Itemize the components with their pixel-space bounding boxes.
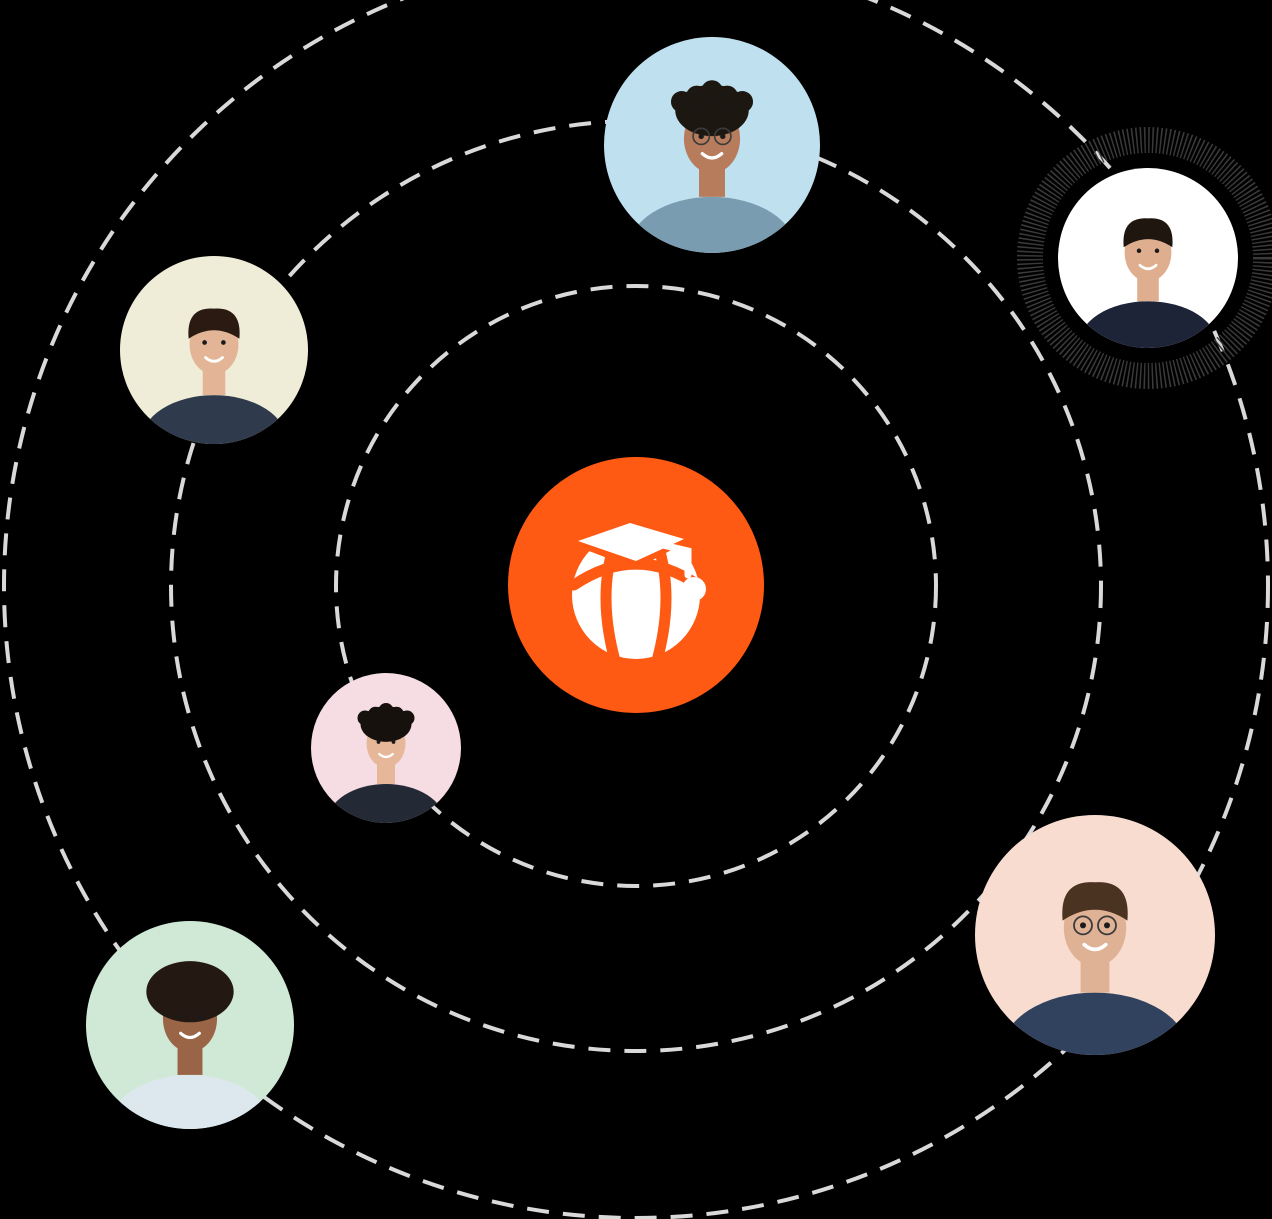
avatar-hair-curl [731,91,754,113]
avatar-ring [1017,127,1272,389]
avatar-eye [221,340,226,345]
basketball-graduation-cap-icon [568,513,706,663]
avatar-eye [1136,248,1142,254]
avatar-shirt [140,395,288,444]
avatar-hair [1123,218,1173,248]
avatar-shirt [108,1074,272,1129]
avatar-glasses-lens [1073,915,1093,936]
avatar-eye [391,740,396,744]
avatar-navy-tee [1017,127,1272,389]
avatar-glasses-lens [692,127,711,146]
avatar-portrait [327,703,445,823]
avatar-hair-curl [399,710,415,726]
avatar-curly-suit [311,673,461,823]
avatar-portrait [1001,882,1189,1055]
center-hub [508,457,764,713]
avatars [86,37,1272,1129]
avatar-smile [700,152,724,160]
avatar-hair [188,308,240,339]
avatar-neck [202,366,226,396]
avatar-suit-tie [120,256,308,444]
avatar-glasses-lens [713,127,732,146]
avatar-shirt [327,784,445,823]
avatar-portrait [627,80,797,253]
middle-orbit [169,119,1103,1053]
avatar-eye [698,133,704,140]
avatar-hair-curl [208,973,230,994]
avatar-glasses-lens [1097,915,1117,936]
avatar-smile [1138,263,1158,271]
avatar-glasses-denim [975,815,1215,1055]
avatar-eye [1104,922,1110,929]
avatar-eye [202,340,207,345]
avatar-neck [377,761,395,784]
avatar-smile [378,752,394,759]
avatar-eye [720,133,726,140]
avatar-portrait [108,961,272,1129]
avatar-eye [376,740,381,744]
avatar-neck [1137,274,1159,302]
avatar-hair [1062,882,1128,921]
avatar-shirt [1001,992,1189,1055]
avatar-smile [179,1031,201,1040]
avatar-portrait [140,308,288,444]
avatar-portrait [1077,218,1219,348]
avatar-eye [197,1014,203,1020]
avatar-eye [1154,248,1160,254]
avatar-shirt [627,196,797,253]
avatar-eye [1080,922,1086,929]
avatar-smile [204,356,224,363]
inner-orbit [334,284,938,888]
avatar-shirt [1077,301,1219,348]
avatar-eye [177,1014,183,1020]
avatar-curly-glasses [604,37,820,253]
avatar-smile [1082,942,1108,952]
avatar-afro-white-shirt [86,921,294,1129]
